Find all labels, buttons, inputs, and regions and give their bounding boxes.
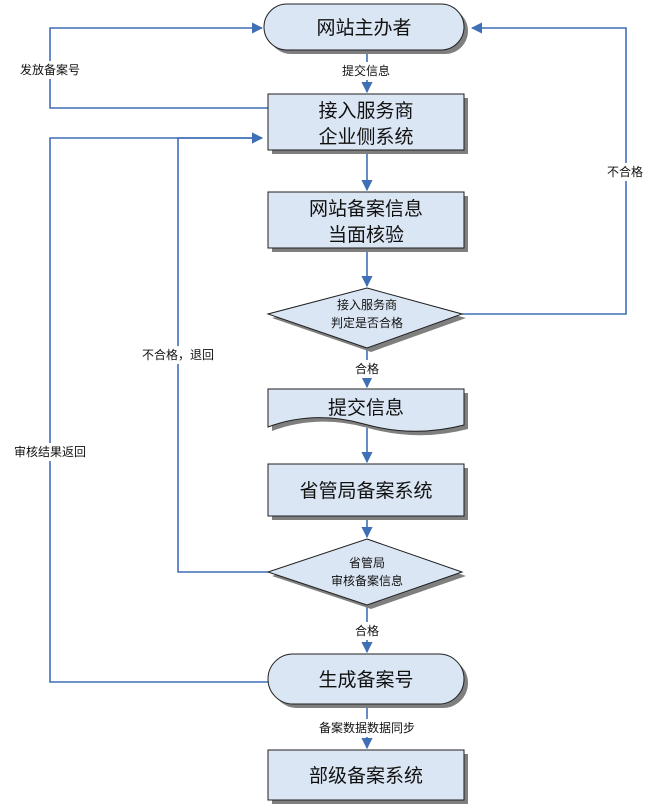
edge-labels: 提交信息 发放备案号 不合格 不合格，退回 审核结果返回 合格 合格 备案数据数… xyxy=(6,61,650,737)
node-verification: 网站备案信息 当面核验 xyxy=(267,191,468,252)
node-isp-system: 接入服务商 企业侧系统 xyxy=(267,93,468,154)
node-sponsor: 网站主办者 xyxy=(263,3,468,54)
label-data-sync: 备案数据数据同步 xyxy=(319,720,415,735)
label-issue-number: 发放备案号 xyxy=(20,62,80,77)
node-provincial-review: 省管局 审核备案信息 xyxy=(266,538,466,609)
node-provincial-system: 省管局备案系统 xyxy=(267,463,468,520)
node-review-label-2: 审核备案信息 xyxy=(331,573,403,588)
node-verify-label-1: 网站备案信息 xyxy=(309,198,423,220)
node-ministry-system: 部级备案系统 xyxy=(267,749,468,804)
node-ministry-label: 部级备案系统 xyxy=(309,765,423,787)
node-sponsor-label: 网站主办者 xyxy=(316,17,411,39)
node-provincial-label: 省管局备案系统 xyxy=(299,480,432,502)
node-submit-label: 提交信息 xyxy=(328,397,404,419)
node-judge-label-1: 接入服务商 xyxy=(337,297,397,312)
label-review-result-return: 审核结果返回 xyxy=(14,444,86,459)
node-isp-judgment: 接入服务商 判定是否合格 xyxy=(266,287,466,352)
node-generate-number: 生成备案号 xyxy=(267,653,468,708)
node-verify-label-2: 当面核验 xyxy=(328,224,404,246)
label-unqualified-right: 不合格 xyxy=(607,164,643,179)
label-submit-info: 提交信息 xyxy=(342,63,390,78)
label-qualified-2: 合格 xyxy=(355,623,379,638)
node-judge-label-2: 判定是否合格 xyxy=(331,315,403,330)
label-qualified-1: 合格 xyxy=(355,361,379,376)
node-generate-label: 生成备案号 xyxy=(318,669,413,691)
node-review-label-1: 省管局 xyxy=(349,555,385,570)
node-isp-label-2: 企业侧系统 xyxy=(318,126,413,148)
label-unqualified-return: 不合格，退回 xyxy=(142,347,214,362)
edge-review-result-return xyxy=(49,132,268,683)
node-isp-label-1: 接入服务商 xyxy=(318,100,413,122)
node-submit-info: 提交信息 xyxy=(267,388,468,436)
